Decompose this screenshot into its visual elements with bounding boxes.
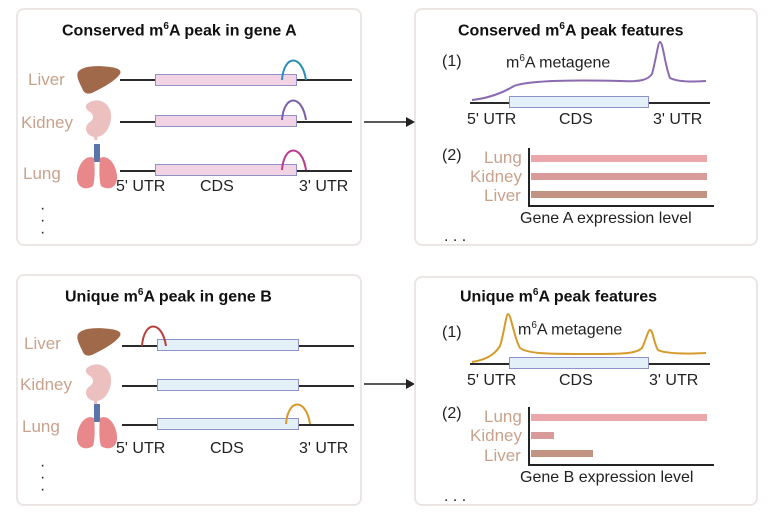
cds-box-kidney: [155, 115, 297, 127]
metagene-label: m6A metagene: [506, 53, 611, 72]
cds-box-metagene: [509, 96, 649, 108]
m6a-peak-kidney: [281, 99, 307, 121]
arrow-icon: [364, 379, 415, 389]
expression-bar-kidney: [531, 432, 554, 439]
utr5-label: 5' UTR: [116, 178, 166, 195]
x-axis-label: Gene B expression level: [520, 469, 694, 486]
cds-label: CDS: [559, 372, 593, 389]
cds-box-liver: [155, 74, 297, 86]
cds-label: CDS: [200, 178, 234, 195]
bar-label-lung: Lung: [484, 148, 522, 167]
kidney-icon: [85, 100, 112, 141]
organ-label-lung: Lung: [22, 417, 60, 436]
bar-label-kidney: Kidney: [470, 167, 522, 186]
organ-label-lung: Lung: [23, 164, 61, 183]
item-2-label: (2): [442, 405, 462, 422]
utr3-label: 3' UTR: [649, 372, 699, 389]
item-2-label: (2): [442, 147, 462, 164]
x-axis-label: Gene A expression level: [520, 210, 692, 227]
utr3-label: 3' UTR: [653, 111, 703, 128]
expression-bar-lung: [531, 155, 707, 162]
panel-unique-features: Unique m6A peak features: [414, 276, 758, 506]
utr3-label: 3' UTR: [299, 178, 349, 195]
vertical-ellipsis: ···: [40, 200, 46, 241]
liver-icon: [77, 328, 121, 356]
bar-axis-x: [528, 464, 714, 466]
vertical-ellipsis: ···: [40, 457, 46, 498]
utr5-label: 5' UTR: [116, 440, 166, 457]
item-1-label: (1): [442, 324, 462, 341]
metagene-curve-unique: [471, 312, 707, 363]
arrow-icon: [364, 117, 415, 127]
bar-axis-y: [528, 148, 530, 206]
panel-title: Unique m6A peak in gene B: [65, 287, 272, 306]
bar-label-kidney: Kidney: [470, 426, 522, 445]
m6a-peak-liver: [141, 325, 167, 347]
bar-axis-x: [528, 205, 714, 207]
utr5-label: 5' UTR: [467, 372, 517, 389]
metagene-label: m6A metagene: [518, 320, 623, 339]
utr5-label: 5' UTR: [467, 111, 517, 128]
utr3-label: 3' UTR: [299, 440, 349, 457]
liver-icon: [77, 66, 121, 94]
bar-label-liver: Liver: [484, 446, 521, 465]
panel-conserved-gene-a: Conserved m6A peak in gene A: [16, 8, 362, 246]
expression-bar-lung: [531, 414, 707, 421]
bar-label-lung: Lung: [484, 407, 522, 426]
cds-box-metagene: [509, 357, 649, 369]
cds-box-lung: [157, 418, 299, 430]
cds-box-kidney: [157, 379, 299, 391]
horizontal-ellipsis: . . .: [444, 228, 467, 245]
organ-label-kidney: Kidney: [20, 375, 72, 394]
cds-label: CDS: [210, 440, 244, 457]
bar-label-liver: Liver: [484, 186, 521, 205]
kidney-icon: [85, 364, 112, 405]
panel-title: Conserved m6A peak features: [458, 21, 684, 40]
bar-axis-y: [528, 407, 530, 465]
expression-bar-kidney: [531, 173, 707, 180]
lung-icon: [76, 404, 118, 449]
expression-bar-liver: [531, 450, 593, 457]
m6a-peak-liver: [281, 59, 307, 81]
organ-label-liver: Liver: [28, 70, 65, 89]
expression-bar-liver: [531, 191, 707, 198]
panel-title: Conserved m6A peak in gene A: [62, 21, 297, 40]
panel-title: Unique m6A peak features: [460, 287, 658, 306]
item-1-label: (1): [442, 53, 462, 70]
m6a-peak-lung: [285, 403, 311, 425]
metagene-curve-conserved: [471, 40, 707, 101]
horizontal-ellipsis: . . .: [444, 488, 467, 505]
cds-box-lung: [155, 164, 297, 176]
cds-box-liver: [157, 339, 299, 351]
lung-icon: [76, 144, 118, 189]
organ-label-kidney: Kidney: [21, 113, 73, 132]
cds-label: CDS: [559, 111, 593, 128]
organ-label-liver: Liver: [24, 334, 61, 353]
m6a-peak-lung: [281, 149, 307, 171]
